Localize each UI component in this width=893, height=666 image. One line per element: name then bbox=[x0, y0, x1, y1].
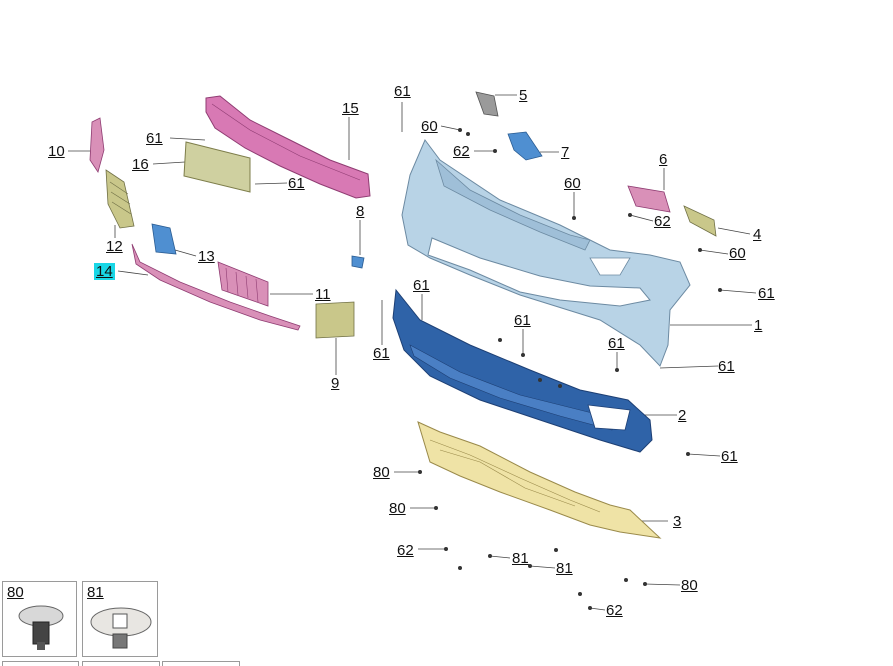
bumper-cover-part-1[interactable] bbox=[401, 139, 691, 367]
callout-61[interactable]: 61 bbox=[608, 335, 625, 352]
callout-4[interactable]: 4 bbox=[753, 226, 762, 243]
bracket-part-6[interactable] bbox=[627, 185, 671, 213]
thumbnail-80[interactable]: 80 bbox=[2, 581, 77, 657]
side-bracket-part-10[interactable] bbox=[89, 117, 105, 173]
callout-60[interactable]: 60 bbox=[421, 118, 438, 135]
callout-61[interactable]: 61 bbox=[394, 83, 411, 100]
license-plate-bracket-part-16[interactable] bbox=[183, 141, 251, 193]
callout-11[interactable]: 11 bbox=[315, 286, 331, 303]
fasteners bbox=[418, 128, 722, 610]
thumbnail-label: 81 bbox=[87, 584, 104, 601]
leader-lines bbox=[68, 94, 757, 611]
bracket-part-5[interactable] bbox=[475, 91, 499, 117]
callout-7[interactable]: 7 bbox=[561, 144, 570, 161]
callout-6[interactable]: 6 bbox=[659, 151, 668, 168]
grille-insert-part-11[interactable] bbox=[217, 261, 269, 307]
clip-part-8[interactable] bbox=[351, 255, 365, 269]
callout-61[interactable]: 61 bbox=[288, 175, 305, 192]
callout-16[interactable]: 16 bbox=[132, 156, 149, 173]
reinforcement-beam-part-15[interactable] bbox=[205, 95, 371, 199]
thumbnail-stub bbox=[82, 661, 160, 666]
callout-15[interactable]: 15 bbox=[342, 100, 359, 117]
callout-13[interactable]: 13 bbox=[198, 248, 215, 265]
bracket-part-4[interactable] bbox=[683, 205, 717, 237]
callout-61[interactable]: 61 bbox=[146, 130, 163, 147]
callout-61[interactable]: 61 bbox=[373, 345, 390, 362]
callout-81[interactable]: 81 bbox=[512, 550, 529, 567]
push-clip-icon bbox=[18, 605, 64, 650]
bracket-part-7[interactable] bbox=[507, 131, 543, 161]
grille-bracket-part-12[interactable] bbox=[105, 169, 135, 229]
callout-62[interactable]: 62 bbox=[453, 143, 470, 160]
callout-10[interactable]: 10 bbox=[48, 143, 65, 160]
callout-62[interactable]: 62 bbox=[606, 602, 623, 619]
callout-2[interactable]: 2 bbox=[678, 407, 687, 424]
callout-12[interactable]: 12 bbox=[106, 238, 123, 255]
callout-1[interactable]: 1 bbox=[754, 317, 763, 334]
callout-61[interactable]: 61 bbox=[718, 358, 735, 375]
callout-80[interactable]: 80 bbox=[389, 500, 406, 517]
callout-5[interactable]: 5 bbox=[519, 87, 528, 104]
callout-9[interactable]: 9 bbox=[331, 375, 340, 392]
callout-61[interactable]: 61 bbox=[514, 312, 531, 329]
callout-62[interactable]: 62 bbox=[654, 213, 671, 230]
callout-60[interactable]: 60 bbox=[729, 245, 746, 262]
callout-80[interactable]: 80 bbox=[373, 464, 390, 481]
cover-part-13[interactable] bbox=[151, 223, 177, 255]
lower-bumper-part-2[interactable] bbox=[392, 288, 653, 453]
screw-clip-icon bbox=[90, 607, 152, 649]
callout-14-highlighted[interactable]: 14 bbox=[94, 263, 115, 280]
thumbnail-stub bbox=[162, 661, 240, 666]
callout-81[interactable]: 81 bbox=[556, 560, 573, 577]
callout-8[interactable]: 8 bbox=[356, 203, 365, 220]
cover-part-9[interactable] bbox=[315, 301, 355, 339]
thumbnail-stub bbox=[2, 661, 79, 666]
thumbnail-label: 80 bbox=[7, 584, 24, 601]
callout-3[interactable]: 3 bbox=[673, 513, 682, 530]
thumbnail-81[interactable]: 81 bbox=[82, 581, 158, 657]
callout-61[interactable]: 61 bbox=[413, 277, 430, 294]
trim-strip-part-14[interactable] bbox=[131, 243, 301, 331]
callout-60[interactable]: 60 bbox=[564, 175, 581, 192]
callout-61[interactable]: 61 bbox=[758, 285, 775, 302]
skid-plate-part-3[interactable] bbox=[417, 421, 662, 539]
callout-80[interactable]: 80 bbox=[681, 577, 698, 594]
callout-61[interactable]: 61 bbox=[721, 448, 738, 465]
callout-62[interactable]: 62 bbox=[397, 542, 414, 559]
